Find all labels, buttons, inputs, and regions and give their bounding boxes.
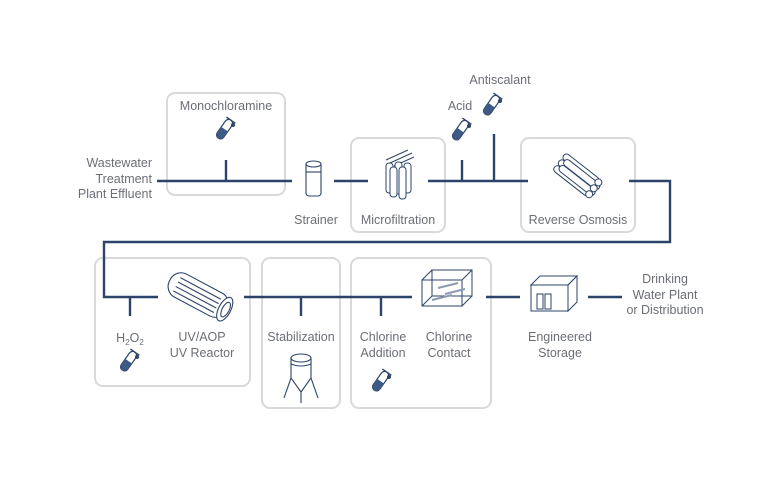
monochloramine-label: Monochloramine	[179, 99, 273, 113]
chlorine-test-tube-icon	[369, 368, 393, 395]
stabilization-box	[261, 257, 341, 409]
strainer-icon	[305, 160, 322, 197]
microfiltration-box	[350, 137, 446, 233]
strainer-label: Strainer	[294, 213, 338, 227]
monochloramine-box	[166, 92, 286, 196]
h2o2-label: H2O2	[116, 331, 144, 347]
reverse-osmosis-icon	[553, 153, 603, 199]
monochloramine-test-tube-icon	[213, 116, 237, 143]
chlorine-contact-tank-icon	[421, 269, 473, 307]
destination-label: Drinking Water Plant or Distribution	[626, 272, 704, 317]
chlorine-addition-label: Chlorine Addition	[359, 330, 407, 360]
uv-aop-box	[94, 257, 251, 387]
antiscalant-test-tube-icon	[480, 92, 504, 119]
reverse-osmosis-label: Reverse Osmosis	[528, 213, 628, 227]
antiscalant-label: Antiscalant	[469, 73, 531, 87]
chlorine-box	[350, 257, 492, 409]
stabilization-tank-icon	[283, 353, 319, 403]
microfiltration-icon	[385, 149, 415, 200]
microfiltration-label: Microfiltration	[360, 213, 436, 227]
acid-test-tube-icon	[449, 117, 473, 144]
uv-reactor-icon	[167, 272, 234, 322]
uv-aop-label: UV/AOP UV Reactor	[169, 330, 235, 360]
chlorine-contact-label: Chlorine Contact	[425, 330, 473, 360]
source-label: Wastewater Treatment Plant Effluent	[77, 156, 152, 201]
h2o2-test-tube-icon	[117, 348, 141, 375]
reverse-osmosis-box	[520, 137, 636, 233]
acid-label: Acid	[447, 99, 473, 113]
pipe-ro-to-uv	[102, 179, 672, 299]
pipe-network	[102, 134, 672, 316]
stabilization-label: Stabilization	[267, 330, 335, 344]
engineered-storage-label: Engineered Storage	[528, 330, 592, 360]
storage-building-icon	[529, 274, 579, 313]
